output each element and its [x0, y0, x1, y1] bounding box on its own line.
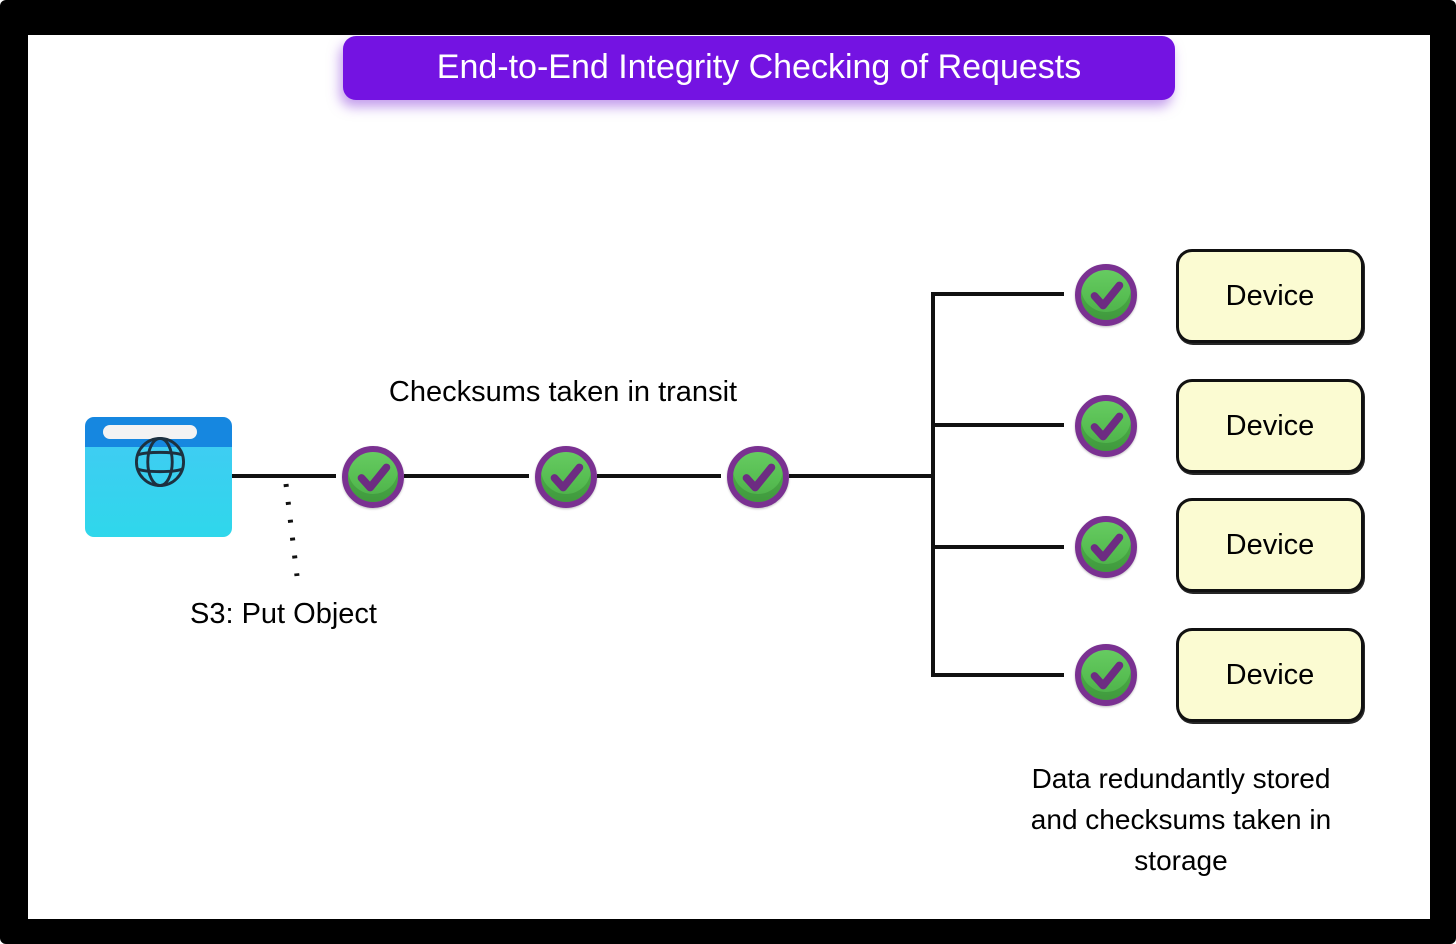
device-box-1: Device [1176, 249, 1364, 343]
browser-window [85, 447, 232, 537]
device-box-4: Device [1176, 628, 1364, 722]
browser-toolbar [85, 417, 232, 447]
checkmark-icon [1090, 281, 1124, 310]
checksum-node-storage-4 [1075, 644, 1137, 706]
checkmark-icon [1090, 412, 1124, 441]
title-banner: End-to-End Integrity Checking of Request… [343, 36, 1175, 100]
checkmark-icon [357, 463, 391, 492]
transit-checksums-label: Checksums taken in transit [388, 376, 738, 408]
checksum-node-transit-3 [727, 446, 789, 508]
browser-globe-icon [85, 417, 232, 537]
checkmark-icon [550, 463, 584, 492]
globe-icon [134, 436, 186, 488]
s3-put-object-label: S3: Put Object [190, 598, 377, 630]
s3-callout-dotted-line [283, 483, 300, 577]
checkmark-icon [742, 463, 776, 492]
checksum-node-transit-1 [342, 446, 404, 508]
checksum-node-storage-2 [1075, 395, 1137, 457]
checksum-node-storage-3 [1075, 516, 1137, 578]
device-box-2: Device [1176, 379, 1364, 473]
device-box-3: Device [1176, 498, 1364, 592]
checkmark-icon [1090, 661, 1124, 690]
checksum-node-storage-1 [1075, 264, 1137, 326]
storage-note-line-1: Data redundantly stored [1031, 763, 1331, 794]
storage-note-line-2: and checksums taken in [1030, 804, 1332, 835]
storage-note-label: Data redundantly stored and checksums ta… [1000, 758, 1362, 881]
checkmark-icon [1090, 533, 1124, 562]
checksum-node-transit-2 [535, 446, 597, 508]
address-bar [103, 425, 197, 439]
storage-note-line-3: storage [1134, 845, 1228, 876]
fanout-trunk [789, 292, 935, 677]
